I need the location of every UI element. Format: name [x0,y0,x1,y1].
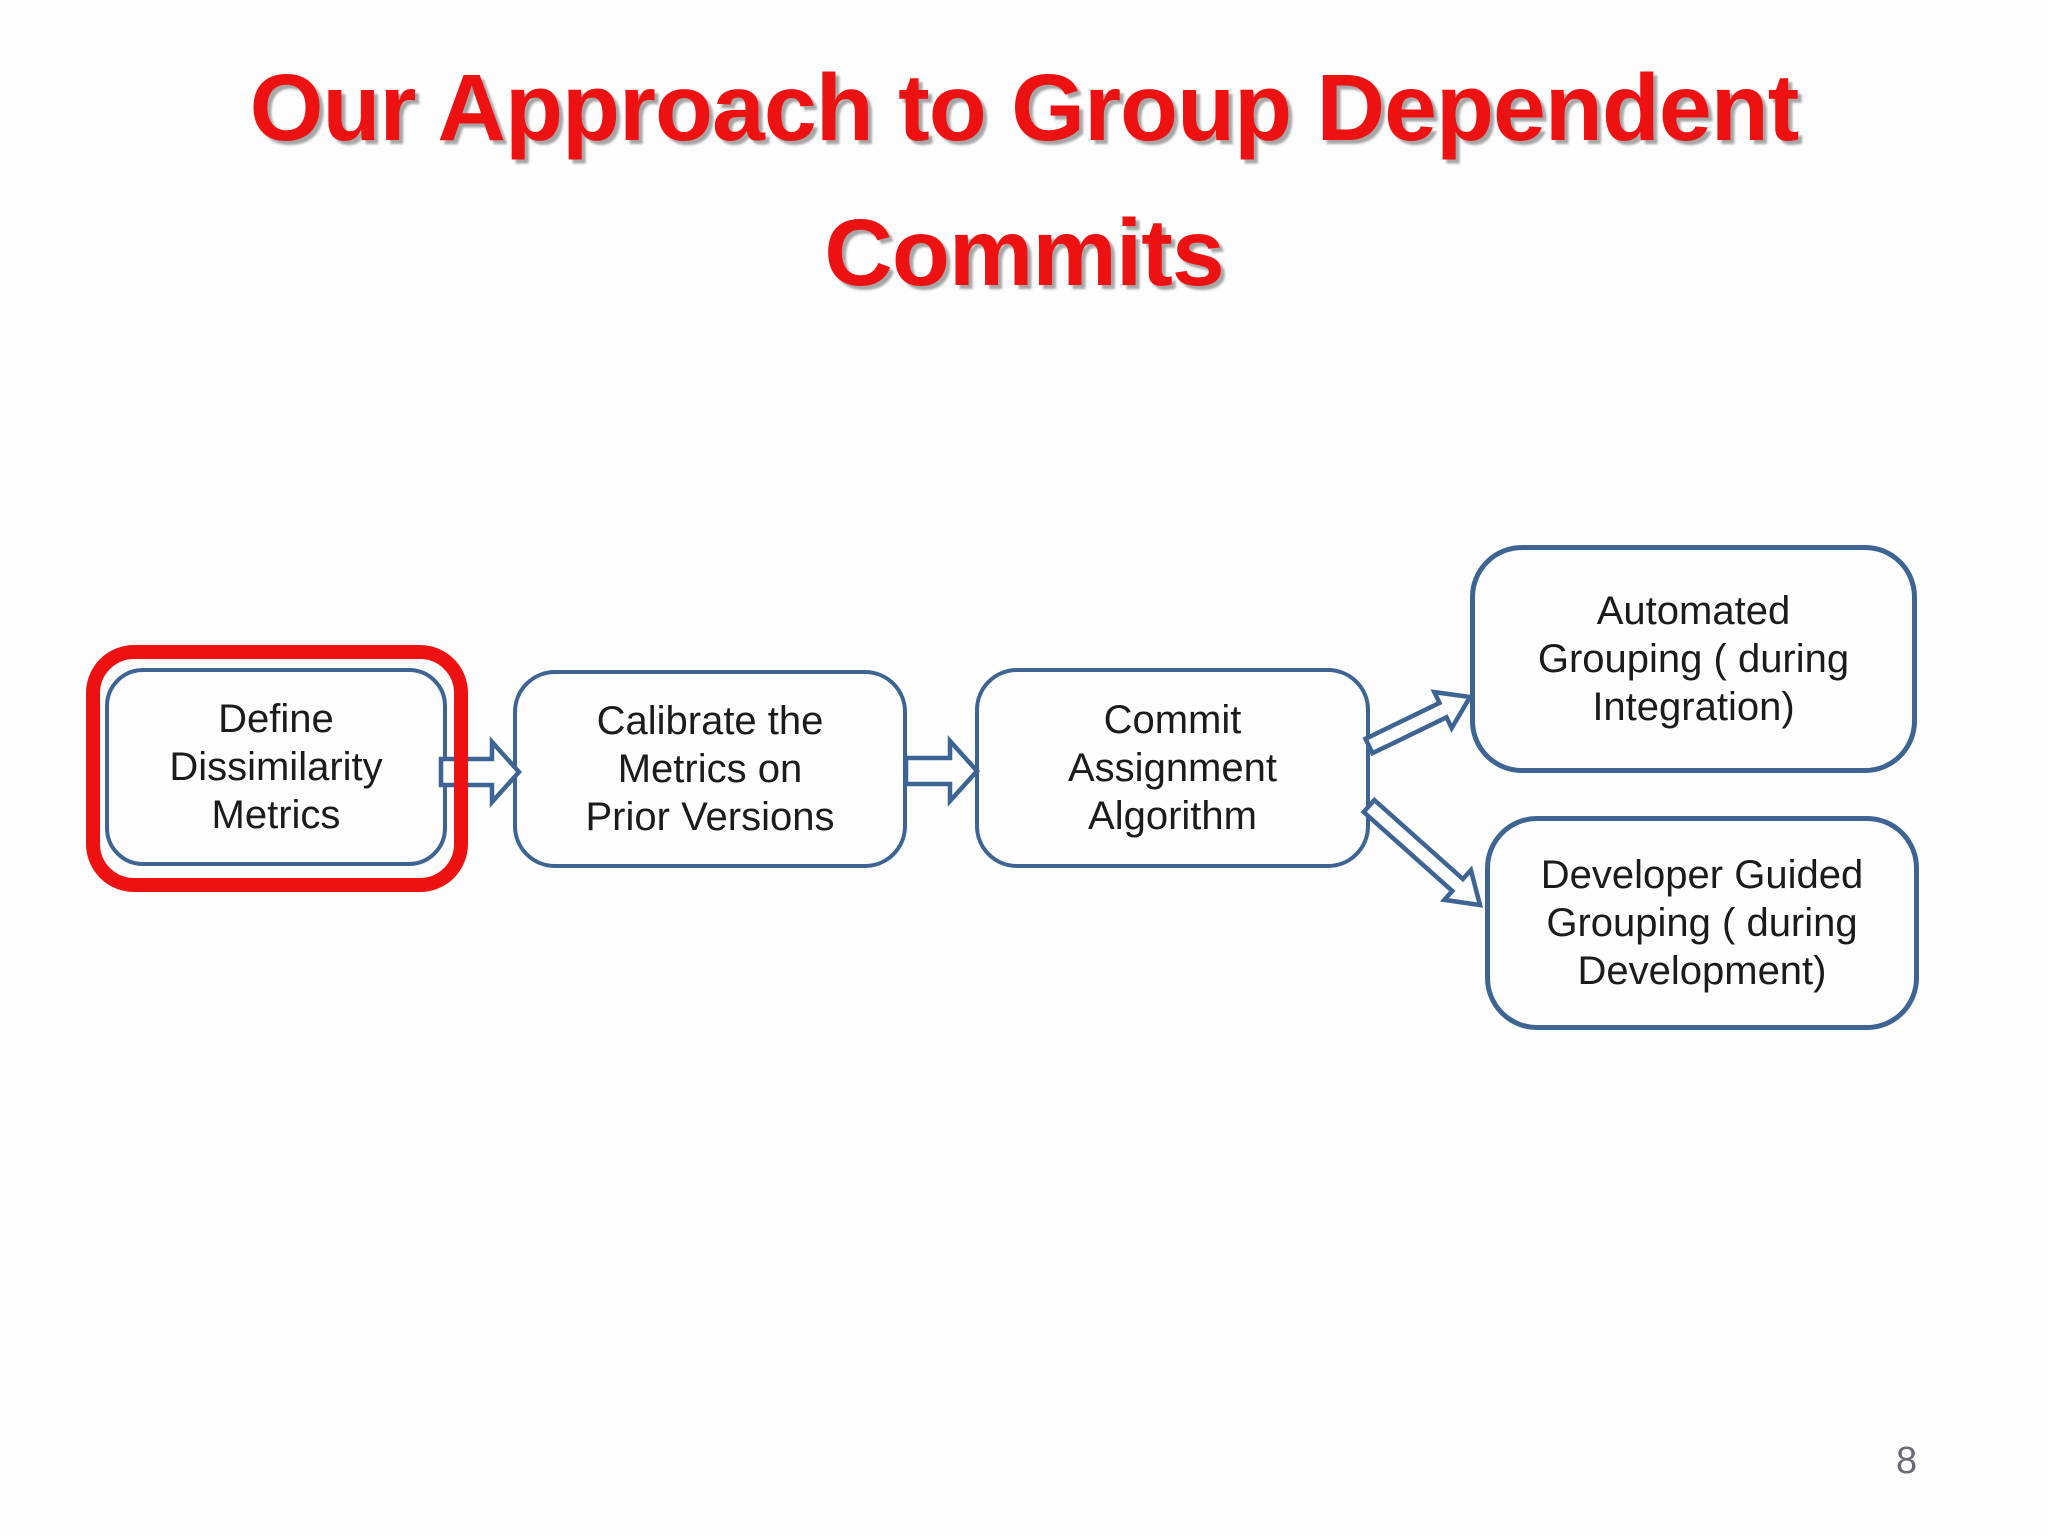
node-commit-assignment-algorithm: Commit Assignment Algorithm [975,668,1370,868]
node-label: Automated Grouping ( during Integration) [1537,589,1850,729]
node-label: Commit Assignment Algorithm [1068,698,1277,838]
node-define-dissimilarity-metrics: Define Dissimilarity Metrics [105,668,447,866]
node-label: Define Dissimilarity Metrics [169,697,383,837]
page-number: 8 [1896,1440,1918,1482]
node-calibrate-metrics-on-prior-versions: Calibrate the Metrics on Prior Versions [513,670,907,868]
arrow-calibrate-to-commit [903,735,981,807]
slide-title: Our Approach to Group Dependent Commits [249,55,1800,306]
node-label: Calibrate the Metrics on Prior Versions [585,699,835,839]
arrow-commit-to-automated-grouping [1362,689,1474,757]
arrow-commit-to-developer-guided-grouping [1360,796,1484,908]
highlight-ring [86,645,468,892]
node-label: Developer Guided Grouping ( during Devel… [1540,853,1864,993]
node-automated-grouping: Automated Grouping ( during Integration) [1470,545,1917,773]
node-developer-guided-grouping: Developer Guided Grouping ( during Devel… [1485,816,1919,1030]
